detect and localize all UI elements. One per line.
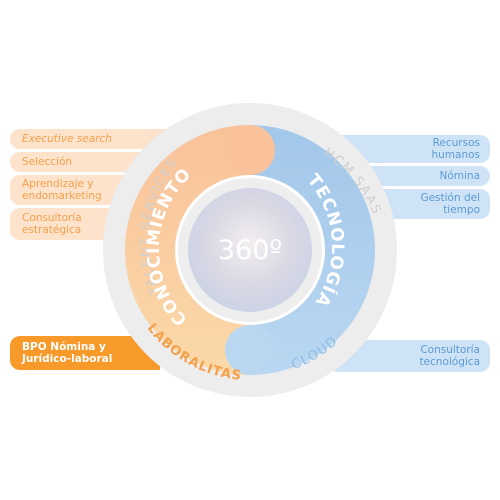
blue-joint: [225, 325, 275, 375]
left-item-label: Executive search: [22, 133, 112, 145]
right-item-label: Nómina: [439, 170, 480, 182]
center-label: 360º: [218, 235, 282, 266]
conocimiento-band: [125, 125, 250, 375]
left-item-label: Consultoría estratégica: [22, 212, 82, 236]
right-item-label: Recursos humanos: [431, 137, 480, 161]
left-item-label: Selección: [22, 156, 73, 168]
outer-ring: [103, 103, 397, 397]
left-item-label: Aprendizaje y endomarketing: [22, 178, 102, 202]
cloud-item-label: Consultoría tecnológica: [419, 344, 480, 368]
right-item-gestion-tiempo: Gestión del tiempo: [350, 189, 490, 219]
right-item-label: Gestión del tiempo: [420, 192, 480, 216]
tecnologia-band: [250, 125, 375, 375]
center-circle: [188, 188, 312, 312]
peach-joint: [225, 125, 275, 175]
bpo-item: BPO Nómina y Jurídico-laboral: [10, 336, 160, 370]
bpo-item-label: BPO Nómina y Jurídico-laboral: [22, 341, 113, 365]
cloud-item: Consultoría tecnológica: [335, 340, 490, 372]
